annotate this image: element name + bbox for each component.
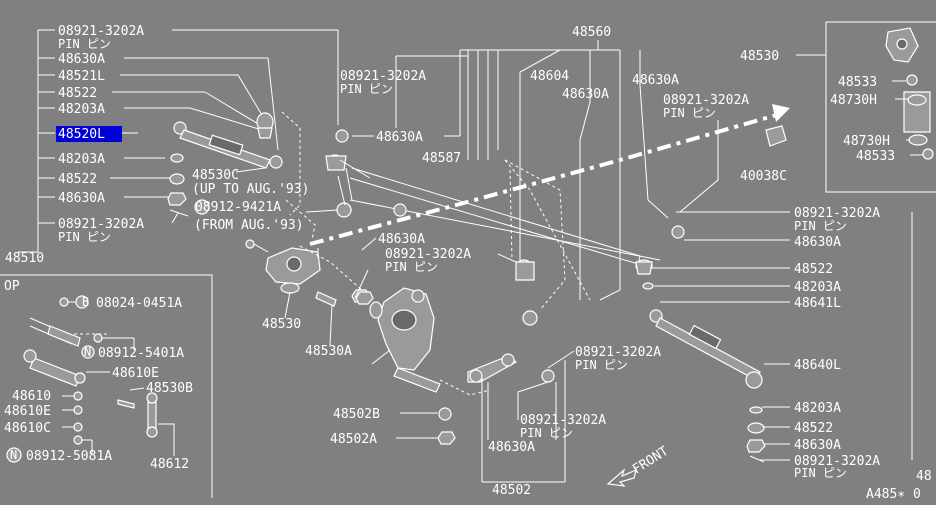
inset-callout-08912-5401a: 08912-5401A: [98, 346, 184, 361]
bottom-callouts: 08921-3202A PIN ピン 08921-3202A PIN ピン 48…: [330, 345, 661, 498]
left-tie-rod-parts: [167, 111, 316, 241]
callout-48630a-right-upper: 48630A: [794, 235, 841, 250]
callout-48502a: 48502A: [330, 432, 377, 447]
callout-48630a-bottom: 48630A: [488, 440, 535, 455]
callout-48730h-upper: 48730H: [830, 93, 877, 108]
callout-48530-box: 48530: [740, 49, 779, 64]
callout-48530c-note: (UP TO AUG.'93): [192, 182, 309, 197]
callout-48630a: 48630A: [58, 52, 105, 67]
inset-callout-08024: 08024-0451A: [96, 296, 182, 311]
callout-48630a-lower: 48630A: [58, 191, 105, 206]
inset-callout-48530b: 48530B: [146, 381, 193, 396]
pitman-arm: [437, 353, 555, 445]
callout-08921-3202a-top: 08921-3202A: [58, 24, 144, 39]
inset-n-marker-lower: N: [10, 448, 17, 462]
callout-08921-right: 08921-3202A: [663, 93, 749, 108]
callout-48730h-lower: 48730H: [843, 134, 890, 149]
arrow-head: [772, 104, 790, 122]
callout-48522: 48522: [58, 86, 97, 101]
callout-pin-right: PIN ピン: [663, 106, 716, 120]
callout-48604: 48604: [530, 69, 569, 84]
callout-48522-right-lower: 48522: [794, 421, 833, 436]
idler-detail-box: 48530 48533 48730H 48730H 48533 40038C: [740, 21, 936, 193]
callout-08921-bottom-lower: 08921-3202A: [520, 413, 606, 428]
callout-48630a-right: 48630A: [632, 73, 679, 88]
inset-b-marker: B: [82, 295, 89, 309]
inset-n-marker: N: [84, 345, 91, 359]
callout-48520l-selected[interactable]: 48520L: [58, 127, 105, 142]
callout-pin-lower: PIN ピン: [58, 230, 111, 244]
callout-08921-right-upper: 08921-3202A: [794, 206, 880, 221]
steering-gear-box: [369, 287, 441, 393]
inset-callout-48612: 48612: [150, 457, 189, 472]
left-callout-stack: 08921-3202A PIN ピン 48630A 48521L 48522 4…: [5, 24, 339, 266]
callout-48502b: 48502B: [333, 407, 380, 422]
center-callouts: 48560 08921-3202A PIN ピン 48630A 48604 48…: [337, 25, 749, 301]
inset-callout-48610c: 48610C: [4, 421, 51, 436]
callout-pin-right-upper: PIN ピン: [794, 219, 847, 233]
callout-pin-center-top: PIN ピン: [340, 82, 393, 96]
idler-arm-bracket: [245, 239, 370, 307]
callout-48640l: 48640L: [794, 358, 841, 373]
inset-callout-48610e-lower: 48610E: [4, 404, 51, 419]
callout-pin-right-lower: PIN ピン: [794, 466, 847, 480]
callout-48203a-lower: 48203A: [58, 152, 105, 167]
callout-48203a-right-lower: 48203A: [794, 401, 841, 416]
callout-08921-bottom-upper: 08921-3202A: [575, 345, 661, 360]
callout-48203a: 48203A: [58, 102, 105, 117]
callout-40038c: 40038C: [740, 169, 787, 184]
callout-48522-right-upper: 48522: [794, 262, 833, 277]
callout-48203a-right-upper: 48203A: [794, 280, 841, 295]
callout-08921-center-top: 08921-3202A: [340, 69, 426, 84]
callout-pin-bottom-lower: PIN ピン: [520, 426, 573, 440]
callout-48641l: 48641L: [794, 296, 841, 311]
callout-08921-center-low: 08921-3202A: [385, 247, 471, 262]
callout-pin-top: PIN ピン: [58, 37, 111, 51]
callout-08921-3202a-lower: 08921-3202A: [58, 217, 144, 232]
callout-48630a-right-lower: 48630A: [794, 438, 841, 453]
callout-48522-lower: 48522: [58, 172, 97, 187]
callout-48630a-center: 48630A: [376, 130, 423, 145]
inset-callout-48610: 48610: [12, 389, 51, 404]
callout-48521l: 48521L: [58, 69, 105, 84]
callout-48533-upper: 48533: [838, 75, 877, 90]
callout-48630a-mid: 48630A: [562, 87, 609, 102]
callout-48630a-center-low: 48630A: [378, 232, 425, 247]
inset-label-op: OP: [4, 279, 20, 294]
option-inset: OP 08024-0451A B N 08912-5401A 48610E 48…: [0, 274, 213, 498]
footer-code: A485∗ 0: [866, 487, 921, 502]
callout-08912-9421a: 08912-9421A: [195, 200, 281, 215]
front-indicator: FRONT: [606, 444, 671, 487]
inset-callout-08912-5081a: 08912-5081A: [26, 449, 112, 464]
callout-08921-right-lower: 08921-3202A: [794, 454, 880, 469]
callout-08912-note: (FROM AUG.'93): [194, 218, 304, 233]
callout-edge-48: 48: [916, 469, 932, 484]
center-link-assembly: [317, 129, 661, 326]
callout-48502: 48502: [492, 483, 531, 498]
callout-48587: 48587: [422, 151, 461, 166]
inset-callout-48610e: 48610E: [112, 366, 159, 381]
front-label: FRONT: [630, 444, 671, 478]
callout-pin-center-low: PIN ピン: [385, 260, 438, 274]
callout-48530-lower: 48530: [262, 317, 301, 332]
callout-48530a: 48530A: [305, 344, 352, 359]
callout-48510: 48510: [5, 251, 44, 266]
selected-part-highlight: [56, 126, 122, 142]
callout-pin-bottom-upper: PIN ピン: [575, 358, 628, 372]
right-callout-stack: 08921-3202A PIN ピン 48630A 48522 48203A 4…: [635, 206, 932, 484]
callout-48533-lower: 48533: [856, 149, 895, 164]
callout-48560: 48560: [572, 25, 611, 40]
callout-48530c: 48530C: [192, 168, 239, 183]
